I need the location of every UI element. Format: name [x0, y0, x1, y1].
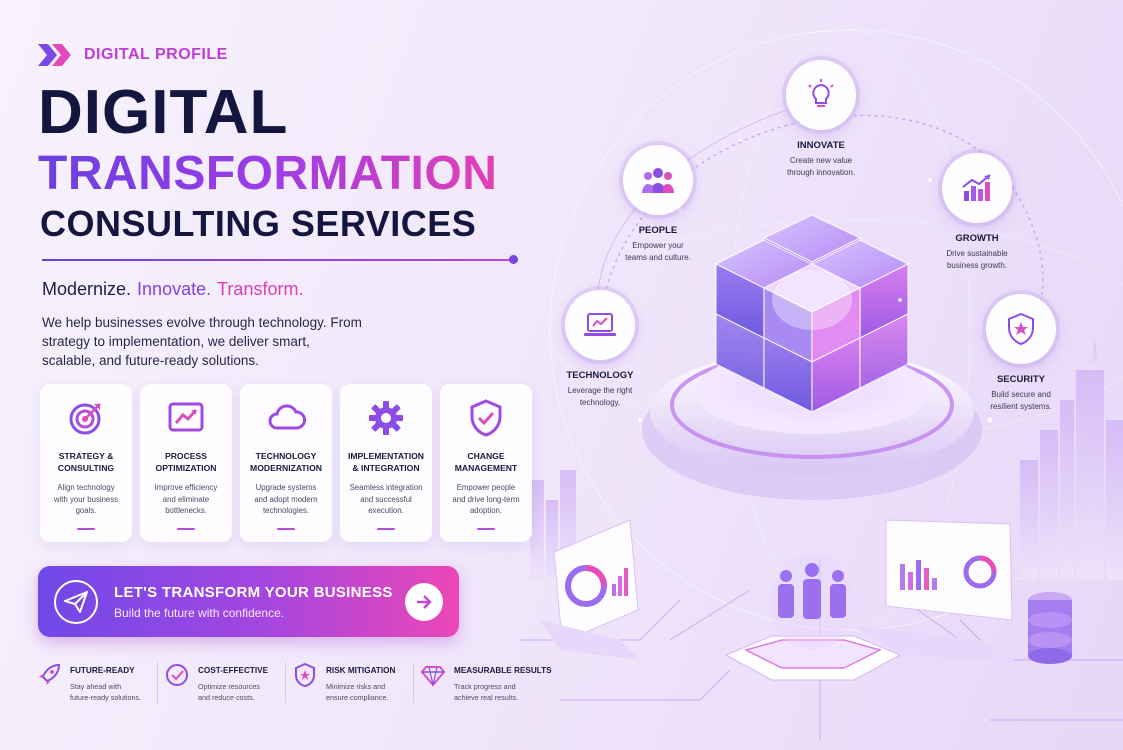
orbit-node-people: PEOPLE Empower your teams and culture. — [603, 145, 713, 264]
title-divider — [42, 259, 512, 261]
innovate-title: INNOVATE — [797, 140, 845, 151]
feature-risk-mitigation: RISK MITIGATION Minimize risks and ensur… — [292, 662, 414, 703]
technology-title: TECHNOLOGY — [566, 370, 634, 381]
service-desc: Align technology with your business goal… — [53, 483, 119, 515]
feature-title: FUTURE-READY — [70, 666, 135, 675]
innovate-desc: Create new value through innovation. — [786, 156, 856, 177]
feature-cost-effective: COST-EFFECTIVE Optimize resources and re… — [164, 662, 286, 703]
check-circle-icon — [166, 664, 188, 686]
service-title: STRATEGY & CONSULTING — [57, 451, 115, 473]
lightbulb-icon — [786, 60, 856, 130]
service-desc: Empower people and drive long-term adopt… — [452, 483, 520, 515]
service-desc: Improve efficiency and eliminate bottlen… — [154, 483, 218, 515]
hero-illustration — [520, 29, 1123, 740]
double-chevron-icon — [38, 44, 71, 66]
orbit-node-security: SECURITY Build secure and resilient syst… — [966, 294, 1076, 413]
people-icon — [623, 145, 693, 215]
feature-future-ready: FUTURE-READY Stay ahead with future-read… — [36, 662, 158, 703]
service-card-technology[interactable]: TECHNOLOGY MODERNIZATION Upgrade systems… — [240, 384, 332, 542]
cta-banner[interactable]: LET'S TRANSFORM YOUR BUSINESS Build the … — [38, 566, 459, 637]
feature-desc: Minimize risks and ensure compliance. — [326, 682, 389, 702]
people-desc: Empower your teams and culture. — [625, 241, 691, 262]
tagline: Modernize. Innovate. Transform. — [42, 279, 303, 300]
shield-star-icon — [295, 662, 315, 688]
cta-subtitle: Build the future with confidence. — [114, 606, 285, 620]
cloud-icon — [268, 404, 306, 430]
feature-measurable-results: MEASURABLE RESULTS Track progress and ac… — [420, 662, 552, 703]
feature-title: COST-EFFECTIVE — [198, 666, 269, 675]
service-title: PROCESS OPTIMIZATION — [155, 451, 217, 473]
gear-icon — [369, 401, 403, 435]
feature-desc: Optimize resources and reduce costs. — [198, 682, 260, 702]
laptop-icon — [565, 290, 635, 360]
service-desc: Seamless integration and successful exec… — [349, 483, 423, 515]
card-accent-bar — [177, 528, 195, 530]
service-desc: Upgrade systems and adopt modern technol… — [254, 483, 318, 515]
tagline-modernize: Modernize. — [42, 279, 132, 299]
tagline-transform: Transform. — [217, 279, 304, 299]
card-accent-bar — [277, 528, 295, 530]
service-title: TECHNOLOGY MODERNIZATION — [250, 451, 322, 473]
rocket-icon — [39, 663, 61, 685]
growth-desc: Drive sustainable business growth. — [946, 249, 1008, 270]
people-title: PEOPLE — [638, 225, 678, 236]
service-title: CHANGE MANAGEMENT — [454, 451, 518, 473]
diamond-icon — [420, 666, 446, 687]
target-icon — [69, 403, 101, 435]
title-line-2: TRANSFORMATION — [38, 147, 498, 200]
title-line-1: DIGITAL — [38, 78, 289, 147]
tagline-innovate: Innovate. — [137, 279, 212, 299]
feature-title: RISK MITIGATION — [326, 666, 396, 675]
growth-chart-icon — [942, 153, 1012, 223]
intro-paragraph: We help businesses evolve through techno… — [42, 315, 362, 368]
card-accent-bar — [477, 528, 495, 530]
service-card-strategy[interactable]: STRATEGY & CONSULTING Align technology w… — [40, 384, 132, 542]
orbit-node-innovate: INNOVATE Create new value through innova… — [766, 60, 876, 179]
feature-desc: Stay ahead with future-ready solutions. — [70, 682, 142, 702]
growth-title: GROWTH — [955, 233, 999, 244]
eyebrow-label: DIGITAL PROFILE — [84, 46, 228, 63]
service-card-implementation[interactable]: IMPLEMENTATION & INTEGRATION Seamless in… — [340, 384, 432, 542]
orbit-node-technology: TECHNOLOGY Leverage the right technology… — [545, 290, 655, 409]
shield-check-icon — [470, 399, 502, 437]
feature-title: MEASURABLE RESULTS — [454, 666, 552, 675]
features-strip: FUTURE-READY Stay ahead with future-read… — [36, 662, 552, 703]
service-title: IMPLEMENTATION & INTEGRATION — [347, 451, 425, 473]
arrow-right-icon[interactable] — [405, 583, 443, 621]
orbit-node-growth: GROWTH Drive sustainable business growth… — [922, 153, 1032, 272]
service-cards: STRATEGY & CONSULTING Align technology w… — [40, 384, 532, 542]
technology-desc: Leverage the right technology. — [567, 386, 633, 407]
paper-plane-icon — [54, 580, 98, 624]
title-divider-dot — [509, 255, 518, 264]
service-card-change[interactable]: CHANGE MANAGEMENT Empower people and dri… — [440, 384, 532, 542]
security-desc: Build secure and resilient systems. — [990, 390, 1052, 411]
card-accent-bar — [77, 528, 95, 530]
security-shield-icon — [986, 294, 1056, 364]
service-card-process[interactable]: PROCESS OPTIMIZATION Improve efficiency … — [140, 384, 232, 542]
feature-desc: Track progress and achieve real results. — [454, 682, 518, 702]
eyebrow: DIGITAL PROFILE — [38, 44, 228, 66]
trend-chart-icon — [168, 402, 204, 432]
cta-title: LET'S TRANSFORM YOUR BUSINESS — [114, 584, 393, 601]
card-accent-bar — [377, 528, 395, 530]
security-title: SECURITY — [996, 374, 1046, 385]
title-line-3: CONSULTING SERVICES — [40, 203, 477, 244]
